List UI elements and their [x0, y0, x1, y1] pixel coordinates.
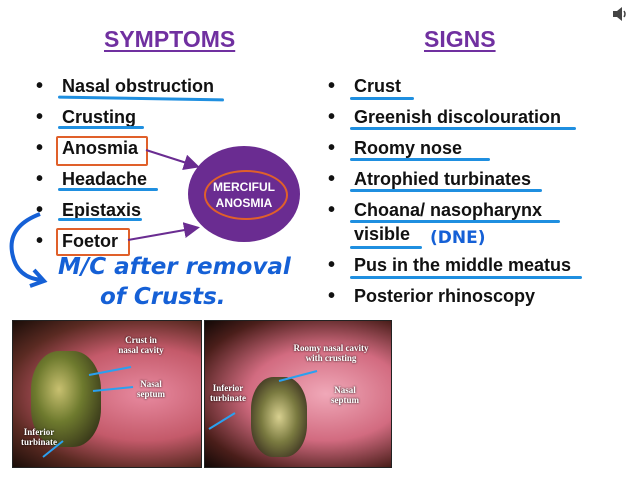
sign-choana-line1: Choana/ nasopharynx	[354, 200, 543, 220]
sign-choana-line2: visible	[354, 224, 411, 244]
underline-pus	[350, 276, 582, 279]
symptom-item: Headache	[36, 167, 214, 198]
symptom-item: Anosmia	[36, 136, 214, 167]
underline-choana	[350, 220, 560, 223]
symptoms-heading: SYMPTOMS	[104, 26, 236, 52]
handwritten-note-line2: of Crusts.	[100, 284, 226, 310]
crust-region	[31, 351, 101, 447]
underline-epistaxis	[58, 218, 142, 221]
left-photo-arrows	[42, 366, 134, 458]
signs-list: Crust Greenish discolouration Roomy nose…	[328, 74, 571, 315]
dne-annotation: (DNE)	[430, 228, 486, 248]
underline-crust	[350, 97, 414, 100]
callout-line1: MERCIFUL	[213, 180, 275, 194]
underline-visible	[350, 246, 422, 249]
sign-item: Crust	[328, 74, 571, 105]
symptoms-list: Nasal obstruction Crusting Anosmia Heada…	[36, 74, 214, 260]
signs-heading: SIGNS	[424, 26, 496, 52]
sign-item: Pus in the middle meatus	[328, 253, 571, 284]
symptom-item: Epistaxis	[36, 198, 214, 229]
sign-item: Choana/ nasopharynx visible	[328, 198, 571, 253]
right-photo-arrows	[208, 370, 318, 430]
symptom-item: Nasal obstruction	[36, 74, 214, 105]
sign-item: Atrophied turbinates	[328, 167, 571, 198]
underline-atrophied	[350, 189, 542, 192]
handwritten-note-line1: M/C after removal	[58, 254, 291, 280]
sign-item: Roomy nose	[328, 136, 571, 167]
underline-crusting	[58, 126, 144, 129]
merciful-anosmia-ring	[204, 170, 288, 220]
sign-item: Posterior rhinoscopy	[328, 284, 571, 315]
box-foetor	[56, 228, 130, 256]
underline-headache	[58, 188, 158, 191]
callout-line2: ANOSMIA	[215, 196, 273, 210]
crust-region	[251, 377, 307, 457]
symptom-item: Crusting	[36, 105, 214, 136]
underline-greenish	[350, 127, 576, 130]
sign-item: Greenish discolouration	[328, 105, 571, 136]
underline-roomy	[350, 158, 490, 161]
symptom-item: Foetor	[36, 229, 214, 260]
speaker-icon[interactable]	[612, 6, 630, 22]
